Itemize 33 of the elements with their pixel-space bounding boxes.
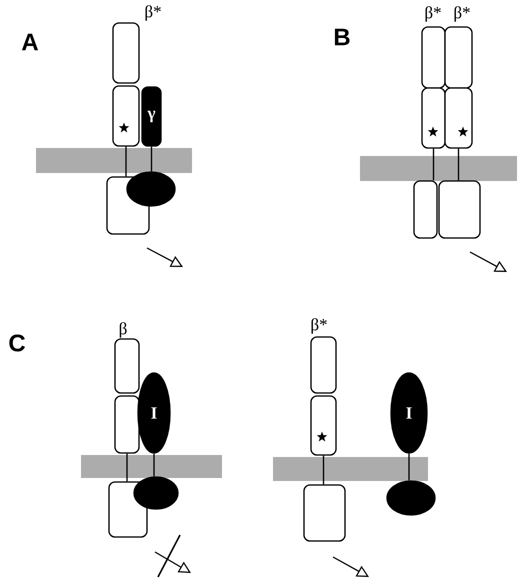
domain-ellipse: [126, 171, 176, 207]
linker-line: [322, 456, 324, 484]
domain-box: [310, 336, 337, 394]
domain-box: [421, 26, 446, 89]
domain-box: [112, 85, 140, 147]
linker-line: [125, 146, 127, 176]
subunit-label: β*: [146, 5, 161, 21]
panel-label: A: [22, 34, 38, 50]
domain-box: [421, 87, 446, 149]
domain-box: [112, 22, 140, 84]
domain-box: [114, 338, 140, 394]
domain-box: [438, 180, 481, 239]
domain-box: [114, 395, 140, 454]
linker-line: [150, 146, 152, 172]
domain-ellipse: [386, 480, 436, 516]
panel-label: B: [334, 28, 350, 46]
subunit-label: β: [120, 322, 127, 338]
domain-box: [444, 87, 473, 149]
domain-box: [310, 395, 337, 456]
linker-line: [126, 454, 128, 482]
linker-line: [408, 454, 410, 480]
subunit-label: β*: [312, 318, 327, 334]
domain-box: [413, 180, 438, 239]
linker-line: [153, 454, 155, 476]
panel-label: C: [9, 334, 25, 352]
linker-line: [432, 148, 434, 180]
domain-ellipse: [133, 476, 179, 510]
domain-box: [444, 26, 473, 89]
subunit-label: β*: [426, 6, 441, 22]
linker-line: [458, 148, 460, 180]
domain-box: γ: [141, 86, 162, 147]
domain-box: [303, 484, 346, 542]
subunit-label: β*: [454, 6, 470, 22]
